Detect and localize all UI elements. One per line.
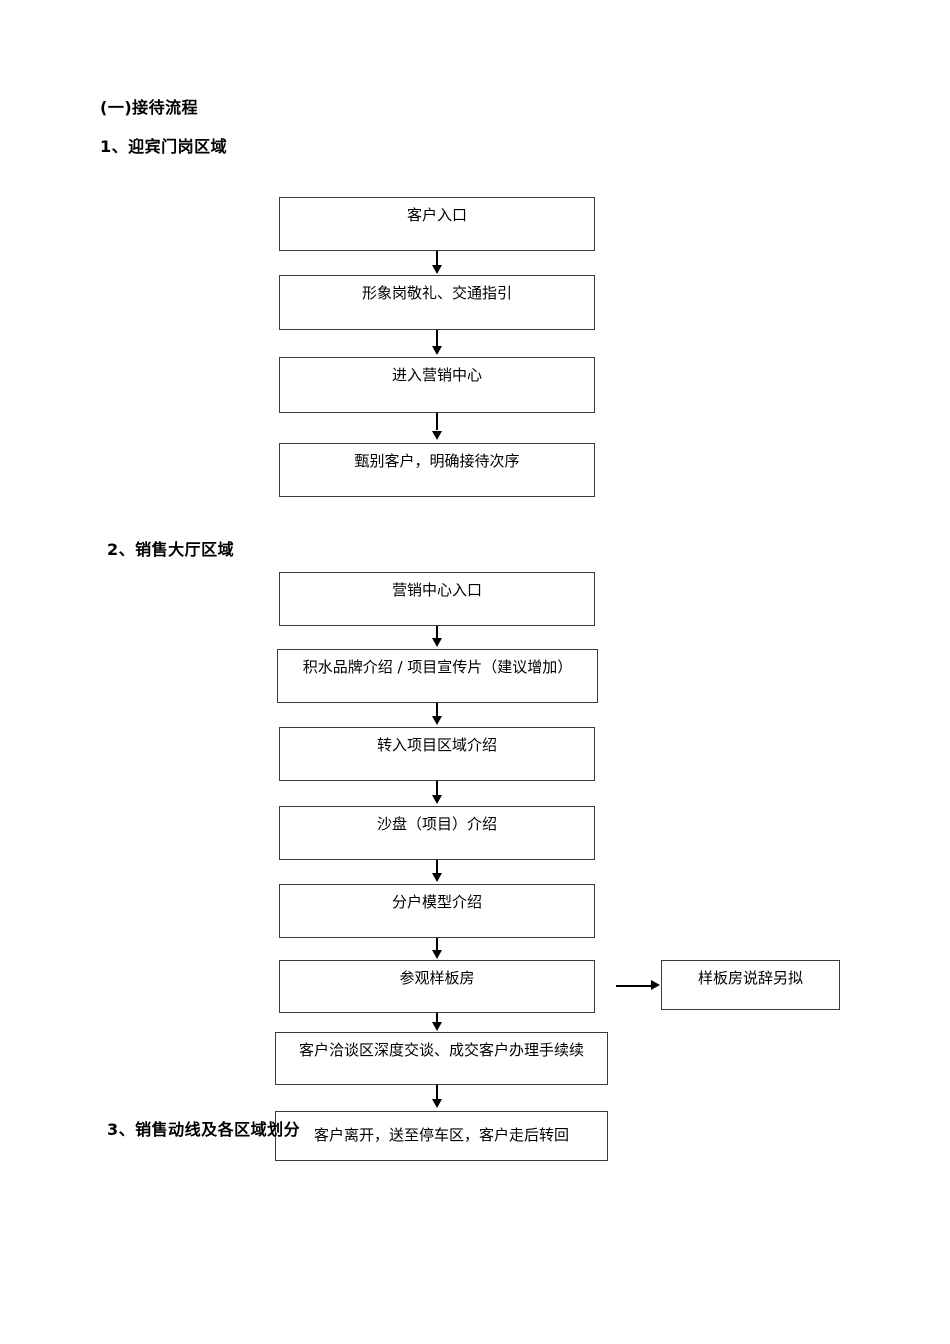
connector-line-8 [436,938,438,950]
arrow-down-icon-9 [432,1022,442,1031]
connector-line-6 [436,781,438,795]
connector-line-1 [436,251,438,266]
connector-line-5 [436,703,438,716]
connector-line-7 [436,860,438,873]
connector-line-branch [616,985,652,987]
connector-line-2 [436,330,438,346]
arrow-down-icon-5 [432,716,442,725]
flow-node-enter-marketing-center: 进入营销中心 [279,357,595,413]
arrow-right-icon [651,980,660,990]
flow-node-negotiation-area-deal: 客户洽谈区深度交谈、成交客户办理手续续 [275,1032,608,1085]
arrow-down-icon-1 [432,265,442,274]
connector-line-9 [436,1013,438,1023]
subheading-group-2: 2、销售大厅区域 [107,540,235,559]
flow-node-image-post-salute: 形象岗敬礼、交通指引 [279,275,595,330]
arrow-down-icon-6 [432,795,442,804]
arrow-down-icon-2 [432,346,442,355]
flow-node-unit-model-intro: 分户模型介绍 [279,884,595,938]
arrow-down-icon-8 [432,950,442,959]
flow-node-brand-intro-promo-video: 积水品牌介绍 / 项目宣传片（建议增加） [277,649,598,703]
arrow-down-icon-3 [432,431,442,440]
subheading-group-1: 1、迎宾门岗区域 [100,137,228,156]
flow-node-marketing-center-entrance: 营销中心入口 [279,572,595,626]
arrow-down-icon-10 [432,1099,442,1108]
connector-line-4 [436,626,438,638]
connector-line-3 [436,413,438,430]
flow-node-customer-entrance: 客户入口 [279,197,595,251]
flow-node-sand-table-intro: 沙盘（项目）介绍 [279,806,595,860]
flow-node-visit-show-flat: 参观样板房 [279,960,595,1013]
flow-node-project-area-intro: 转入项目区域介绍 [279,727,595,781]
arrow-down-icon-7 [432,873,442,882]
subheading-group-3: 3、销售动线及各区域划分 [107,1120,301,1139]
arrow-down-icon-4 [432,638,442,647]
flow-node-screen-customer: 甄别客户，明确接待次序 [279,443,595,497]
page-title: (一)接待流程 [100,98,199,117]
flow-node-customer-departure: 客户离开，送至停车区，客户走后转回 [275,1111,608,1161]
flow-node-show-flat-script-note: 样板房说辞另拟 [661,960,840,1010]
connector-line-10 [436,1085,438,1099]
